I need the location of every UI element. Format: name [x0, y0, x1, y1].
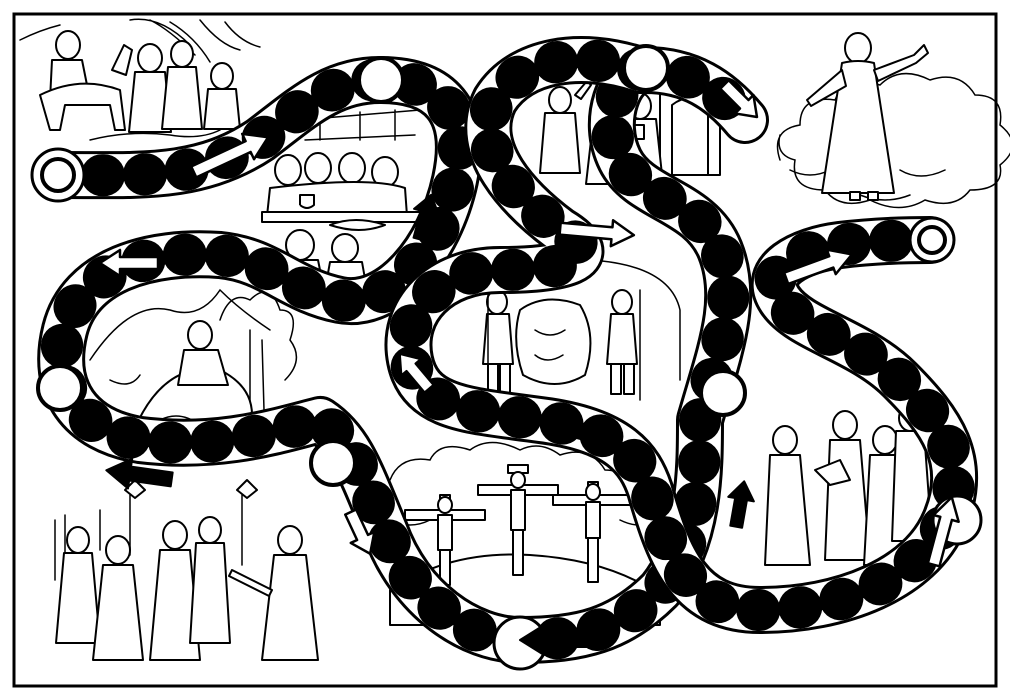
arrow-black-1-icon [412, 193, 441, 242]
ascension-scene [776, 32, 1010, 209]
arrow-white-1-icon [189, 132, 270, 179]
start-circle[interactable] [30, 147, 86, 203]
arrow-white-7-icon [398, 352, 435, 394]
stop-circle-right[interactable] [699, 369, 747, 417]
arrow-black-5-icon [727, 480, 755, 529]
entry-scene [19, 18, 261, 141]
finish-ring[interactable] [908, 216, 956, 264]
arrow-white-3-icon [344, 508, 376, 556]
arrow-black-3-icon [576, 425, 625, 454]
arrow-black-2-icon [105, 457, 174, 490]
arrest-scene [54, 479, 319, 661]
stop-circle-center-left[interactable] [309, 439, 357, 487]
arrow-white-6-icon [782, 248, 854, 286]
arrow-white-8-icon [926, 495, 960, 568]
arrow-white-5-icon [718, 78, 759, 119]
stop-circle-left[interactable] [36, 364, 84, 412]
arrow-white-2-icon [98, 248, 160, 278]
arrow-white-4-icon [558, 219, 636, 248]
track-a-dividers [39, 49, 766, 661]
stop-circle-top-left[interactable] [357, 56, 405, 104]
sealed-tomb-guards-scene [449, 257, 681, 401]
arrow-black-4-icon [519, 624, 601, 656]
stop-circle-top-middle[interactable] [622, 44, 670, 92]
last-supper-scene [261, 109, 423, 291]
